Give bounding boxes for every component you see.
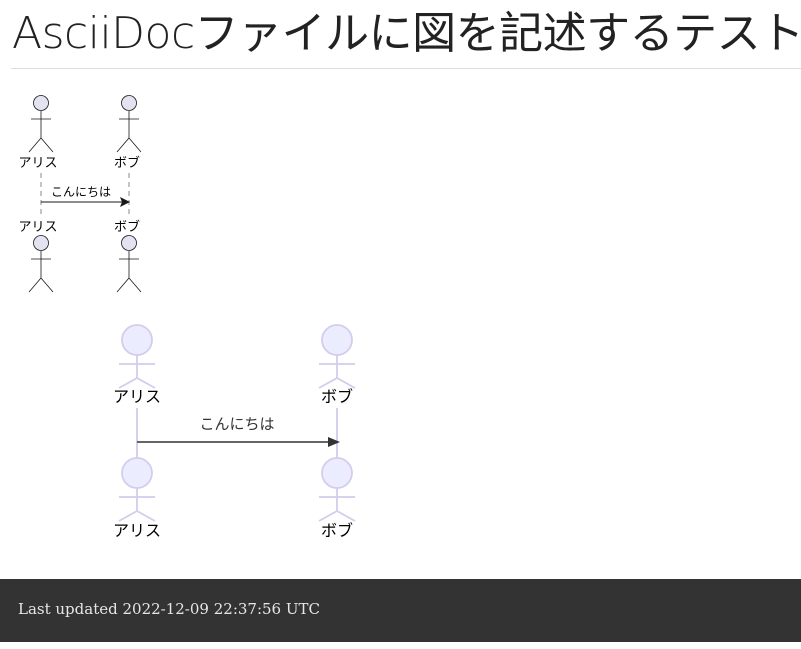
participant-label-bob-top: ボブ bbox=[114, 155, 140, 171]
last-updated-text: Last updated 2022-12-09 22:37:56 UTC bbox=[18, 600, 320, 618]
actor-icon-alice-top bbox=[28, 95, 54, 153]
actor-icon-alice-bottom bbox=[118, 457, 156, 522]
participant-label-bob-bottom: ボブ bbox=[114, 219, 140, 235]
actor-icon-alice-bottom bbox=[28, 235, 54, 293]
message-arrowhead bbox=[120, 197, 130, 207]
message-label: こんにちは bbox=[199, 415, 274, 433]
participant-label-alice-top: アリス bbox=[18, 156, 57, 171]
sequence-diagram-plantuml: アリス ボブ こんにちは アリス ボブ bbox=[18, 95, 142, 293]
page-footer: Last updated 2022-12-09 22:37:56 UTC bbox=[0, 579, 801, 642]
participant-label-bob-bottom: ボブ bbox=[321, 521, 353, 540]
actor-icon-bob-top bbox=[318, 324, 356, 389]
participant-label-alice-bottom: アリス bbox=[18, 220, 57, 235]
message-arrowhead bbox=[328, 437, 340, 447]
actor-icon-alice-top bbox=[118, 324, 156, 389]
participant-label-alice-top: アリス bbox=[113, 387, 161, 406]
actor-icon-bob-bottom bbox=[318, 457, 356, 522]
actor-icon-bob-top bbox=[116, 95, 142, 153]
sequence-diagram-mermaid: アリス ボブ こんにちは アリス ボブ bbox=[113, 324, 356, 540]
participant-label-bob-top: ボブ bbox=[321, 387, 353, 406]
message-label: こんにちは bbox=[51, 185, 111, 199]
document-title: AsciiDocファイルに図を記述するテスト bbox=[12, 8, 801, 59]
title-divider bbox=[11, 68, 801, 69]
actor-icon-bob-bottom bbox=[116, 235, 142, 293]
participant-label-alice-bottom: アリス bbox=[113, 521, 161, 540]
